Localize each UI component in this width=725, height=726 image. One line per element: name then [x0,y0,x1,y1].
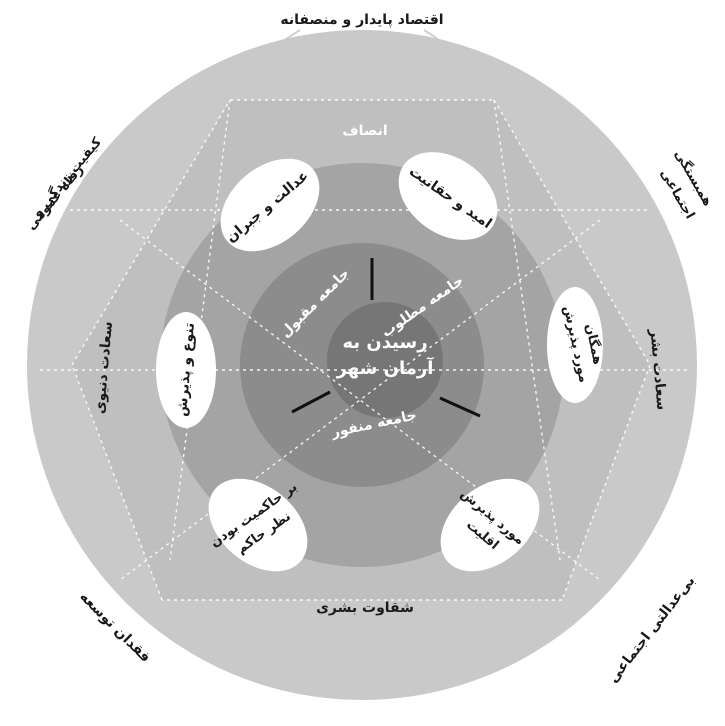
oval-left [156,312,216,428]
label-human-misery: شقاوت بشری [316,600,414,616]
label-sustainable-economy: اقتصاد پایدار و منصفانه [280,12,443,28]
center-disc [327,302,443,418]
ovals [156,152,603,572]
oval-bottom-right [440,478,540,572]
center-title-line2: آرمان شهر [336,356,435,379]
oval-bottom-left [208,478,308,572]
center-title-line1: رسیدن به [342,332,427,353]
oval-top-right [398,152,498,240]
oval-top-left [220,158,320,252]
outer-tab-top-shape [267,0,457,40]
outer-tab-bottom-right-shape [590,566,714,690]
inner-separators [291,258,481,418]
label-fairness: انصاف [342,123,387,139]
label-human-happiness: سعادت بشر [646,327,669,410]
oval-right [547,287,603,403]
